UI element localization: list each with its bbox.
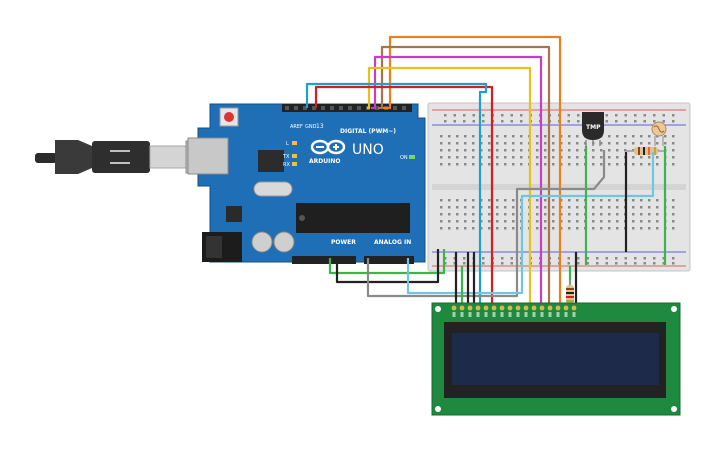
- arduino-logo: [310, 139, 346, 155]
- resistor-lcd[interactable]: [566, 280, 574, 306]
- lcd-pin: [531, 305, 537, 311]
- model-label: UNO: [352, 142, 384, 158]
- analog-label: ANALOG IN: [374, 239, 411, 246]
- lcd-pin: [499, 305, 505, 311]
- temperature-sensor[interactable]: TMP: [582, 112, 604, 146]
- lcd-screen: [452, 333, 659, 385]
- lcd-pin: [491, 305, 497, 311]
- tx-label: TX: [282, 154, 290, 160]
- lcd-pin: [467, 305, 473, 311]
- wire-yellow: [367, 66, 532, 303]
- lcd-16x2[interactable]: [431, 302, 681, 416]
- wire-brown: [378, 45, 551, 303]
- lcd-pin: [507, 305, 513, 311]
- tmp-label: TMP: [586, 124, 601, 131]
- power-label: POWER: [331, 239, 356, 246]
- lcd-pin: [547, 305, 553, 311]
- wire-lightblue: [406, 152, 655, 295]
- l-led-label: L: [286, 141, 289, 147]
- lcd-pin: [483, 305, 489, 311]
- lcd-pin: [515, 305, 521, 311]
- digital-header: [282, 104, 412, 112]
- wire-green-power: [328, 249, 446, 275]
- lcd-pin: [539, 305, 545, 311]
- lcd-pin: [451, 305, 457, 311]
- arduino-uno-board[interactable]: 13 DIGITAL (PWM~) AREF GND UNO ARDUINO L…: [187, 103, 426, 264]
- usb-port: [187, 137, 229, 175]
- brand-label: ARDUINO: [309, 158, 340, 165]
- power-header: [292, 256, 356, 264]
- gnd-label: GND: [305, 124, 317, 130]
- wire-teal: [305, 82, 488, 303]
- lcd-pin: [459, 305, 465, 311]
- lcd-pin: [475, 305, 481, 311]
- digital-label: DIGITAL (PWM~): [340, 128, 396, 135]
- rx-label: RX: [283, 162, 290, 168]
- photoresistor[interactable]: [651, 121, 667, 146]
- atmega-chip: [296, 203, 410, 233]
- pin-label: 13: [316, 123, 324, 130]
- lcd-pin: [571, 305, 577, 311]
- lcd-pin: [555, 305, 561, 311]
- reset-button[interactable]: [224, 112, 234, 122]
- lcd-pin-header: [451, 305, 577, 317]
- wire-orange: [383, 35, 562, 303]
- wire-gray-sensor: [366, 150, 606, 298]
- wire-magenta: [371, 55, 543, 303]
- on-led-label: ON: [400, 155, 408, 161]
- wires: [305, 35, 667, 303]
- analog-header: [364, 256, 414, 264]
- lcd-pin: [523, 305, 529, 311]
- wire-red: [314, 85, 494, 303]
- aref-label: AREF: [290, 124, 303, 130]
- wire-black-gnd: [335, 249, 440, 284]
- lcd-pin: [563, 305, 569, 311]
